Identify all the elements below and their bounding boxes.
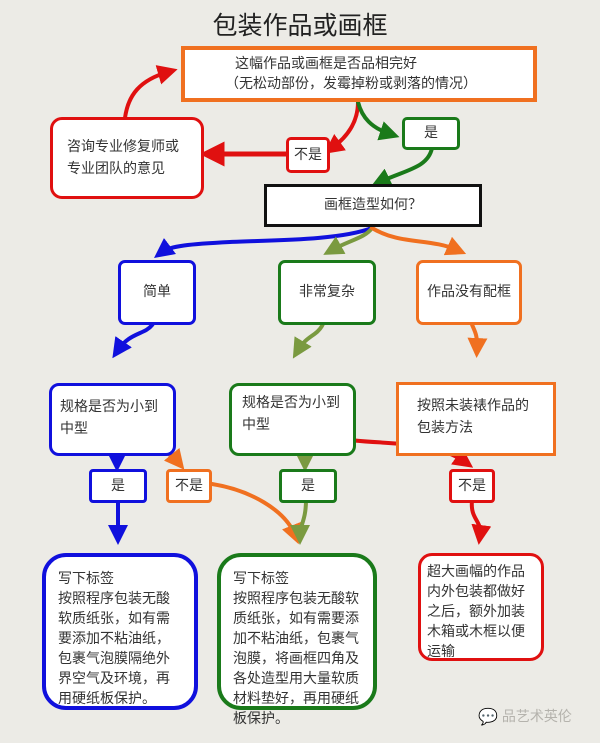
simple-yes-text: 是 [111,477,125,494]
condition-check-line2: （无松动部份，发霉掉粉或剥落的情况） [225,76,477,92]
condition-check-line1: 这幅作品或画框是否品相完好 [235,56,417,72]
result-simple-heading: 写下标签 [58,571,114,587]
consult-expert-text: 咨询专业修复师或专业团队的意见 [67,139,179,177]
arrow-check-to-no [323,100,360,154]
no-frame-text: 作品没有配框 [427,284,511,300]
frame-type-node: 画框造型如何？ [264,184,482,227]
size-check-simple-text: 规格是否为小到中型 [60,399,158,437]
frame-type-text: 画框造型如何？ [324,197,422,213]
unframed-method-text: 按照未装裱作品的包装方法 [417,398,529,436]
result-large-body: 超大画幅的作品内外包装都做好之后，额外加装木箱或木框以便运输 [427,564,525,660]
complex-yes-label: 是 [279,469,337,503]
simple-node: 简单 [118,260,196,325]
no-frame-node: 作品没有配框 [416,260,522,325]
simple-text: 简单 [143,284,171,300]
watermark-text: 品艺术英伦 [501,709,572,725]
arrow-frametype-to-complex [323,226,374,255]
wechat-icon: 💬 [478,706,498,726]
diagram-title: 包装作品或画框 [212,11,388,40]
simple-no-text: 不是 [175,477,203,494]
size-check-complex-text: 规格是否为小到中型 [242,395,340,433]
arrow-yes-to-frametype [370,146,434,187]
arrow-frametype-to-simple [153,226,374,258]
condition-check-node: 这幅作品或画框是否品相完好 （无松动部份，发霉掉粉或剥落的情况） [181,46,537,102]
arrow-consult-to-check [123,65,178,120]
result-complex-node: 写下标签 按照程序包装无酸软质纸张，如有需要添加不粘油纸，包裹气泡膜，将画框四角… [217,553,377,727]
top-yes-text: 是 [424,125,438,141]
complex-no-label: 不是 [449,469,495,503]
arrow-frametype-to-noframe [370,226,467,256]
complex-node: 非常复杂 [278,260,376,325]
top-no-label: 不是 [286,137,330,173]
top-no-text: 不是 [294,146,322,163]
complex-text: 非常复杂 [299,284,355,300]
result-simple-body: 按照程序包装无酸软质纸张，如有需要添加不粘油纸，包裹气泡膜隔绝外界空气及环境，再… [58,591,170,707]
simple-no-label: 不是 [166,469,212,503]
result-complex-heading: 写下标签 [233,571,289,587]
complex-no-text: 不是 [458,477,486,494]
complex-yes-text: 是 [301,477,315,494]
unframed-method-node: 按照未装裱作品的包装方法 [396,382,556,456]
result-large-node: 超大画幅的作品内外包装都做好之后，额外加装木箱或木框以便运输 [418,553,544,661]
watermark: 💬 品艺术英伦 [478,706,572,726]
consult-expert-node: 咨询专业修复师或专业团队的意见 [50,117,204,199]
size-check-simple-node: 规格是否为小到中型 [49,383,176,456]
top-yes-label: 是 [402,117,460,150]
size-check-complex-node: 规格是否为小到中型 [229,383,356,456]
result-complex-body: 按照程序包装无酸软质纸张，如有需要添加不粘油纸，包裹气泡膜，将画框四角及各处造型… [233,591,359,727]
arrow-complexyes-to-result [290,498,311,545]
result-simple-node: 写下标签 按照程序包装无酸软质纸张，如有需要添加不粘油纸，包裹气泡膜隔绝外界空气… [42,553,198,710]
arrow-check-to-yes [356,100,400,141]
arrow-complexno-to-result [469,498,492,545]
simple-yes-label: 是 [89,469,147,503]
